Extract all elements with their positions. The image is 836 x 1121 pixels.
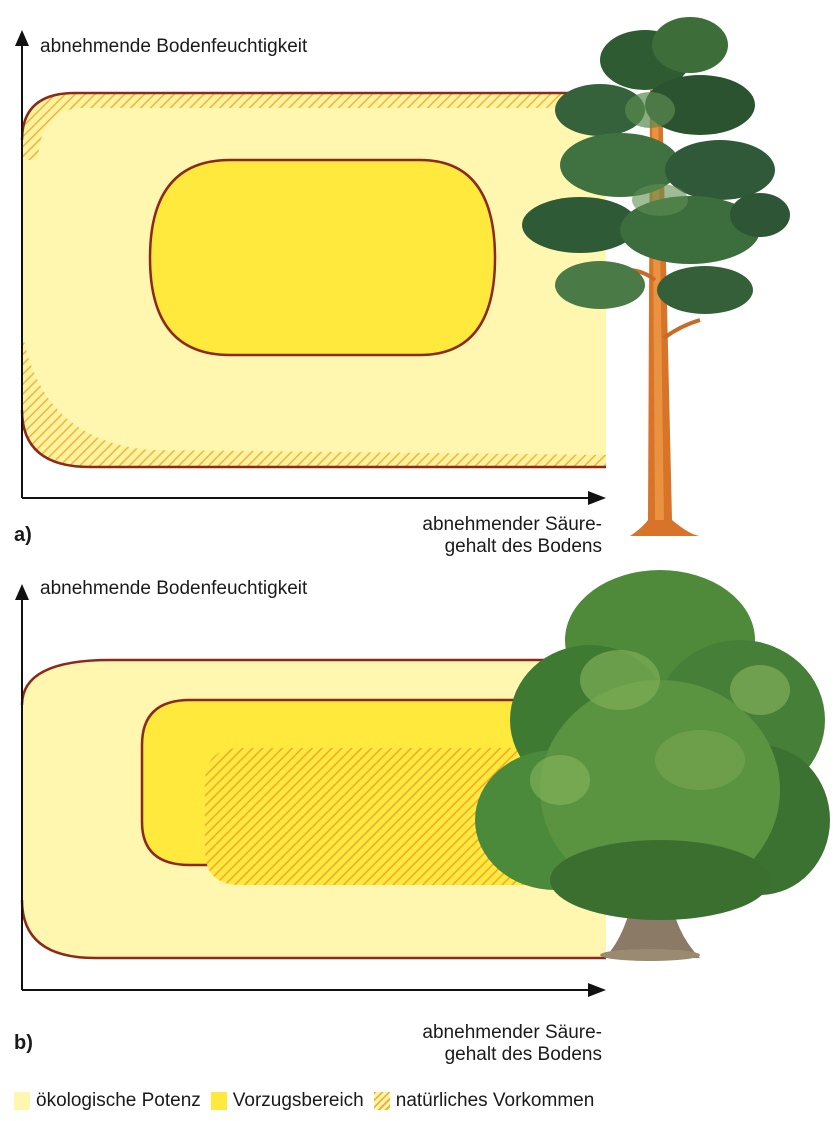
y-axis-label-b: abnehmende Bodenfeuchtigkeit (40, 578, 307, 600)
legend-item-vorzug: Vorzugsbereich (211, 1090, 364, 1112)
x-axis-label-b-line2: gehalt des Bodens (342, 1044, 602, 1066)
vorzug-swatch-icon (211, 1092, 227, 1110)
potenz-swatch-icon (14, 1092, 30, 1110)
legend-item-vorkommen: natürliches Vorkommen (374, 1090, 595, 1112)
legend: ökologische Potenz Vorzugsbereich natürl… (14, 1089, 604, 1113)
panel-label-a: a) (14, 524, 32, 547)
panel-label-b: b) (14, 1032, 33, 1055)
x-axis-label-a-line1: abnehmender Säure- (342, 514, 602, 536)
y-axis-arrow-a (15, 30, 29, 46)
x-axis-arrow-a (588, 491, 606, 505)
x-axis-label-a-line2: gehalt des Bodens (342, 536, 602, 558)
hatch-swatch-icon (374, 1092, 390, 1110)
legend-label-potenz: ökologische Potenz (36, 1090, 201, 1112)
legend-label-vorkommen: natürliches Vorkommen (396, 1090, 595, 1112)
y-axis-arrow-b (15, 584, 29, 600)
legend-item-potenz: ökologische Potenz (14, 1090, 201, 1112)
panel-a (15, 17, 790, 536)
legend-label-vorzug: Vorzugsbereich (233, 1090, 364, 1112)
vorzugsbereich-region-a (150, 160, 495, 355)
panel-b (15, 570, 830, 997)
x-axis-arrow-b (588, 983, 606, 997)
x-axis-label-b-line1: abnehmender Säure- (342, 1022, 602, 1044)
y-axis-label-a: abnehmende Bodenfeuchtigkeit (40, 36, 307, 58)
